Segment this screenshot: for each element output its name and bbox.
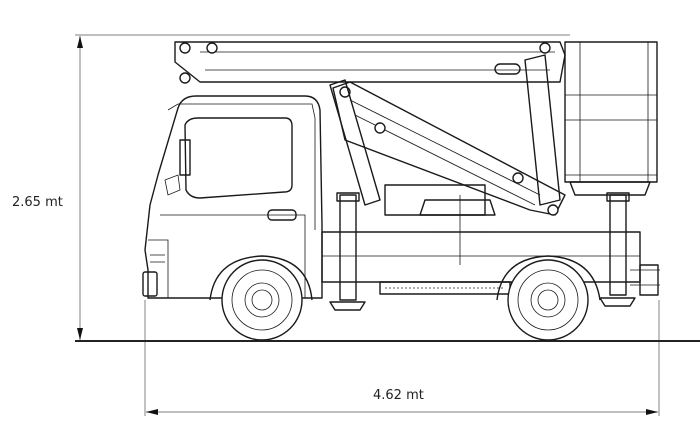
platform-basket — [564, 41, 658, 196]
height-dimension — [75, 34, 570, 340]
truck-cab — [142, 95, 323, 301]
height-label: 2.65 mt — [12, 195, 63, 210]
outriggers — [329, 192, 636, 311]
upper-boom — [174, 41, 566, 84]
length-label: 4.62 mt — [373, 388, 424, 403]
front-wheel — [221, 259, 303, 341]
rear-wheel — [507, 259, 589, 341]
lower-boom — [329, 54, 566, 216]
length-dimension — [144, 300, 660, 416]
truck-chassis — [321, 184, 660, 301]
